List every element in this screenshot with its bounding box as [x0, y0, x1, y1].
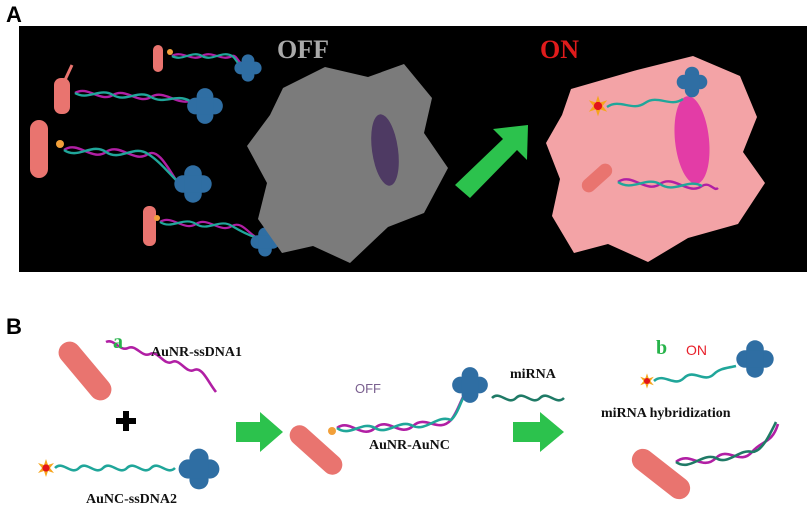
- plus-icon: [116, 411, 136, 431]
- aunc-ssdna2-probe: [38, 448, 220, 490]
- aunr-aunc-label: AuNR-AuNC: [369, 438, 450, 453]
- on-label-b: ON: [686, 342, 707, 358]
- off-label-a: OFF: [277, 35, 329, 64]
- probe-3: [30, 120, 212, 203]
- cell-off: [247, 64, 448, 263]
- arrow-b2: [513, 412, 564, 452]
- strand-a-label: a: [113, 331, 123, 353]
- hybridized-duplex-b: [631, 421, 780, 500]
- off-label-b: OFF: [355, 381, 381, 396]
- probe-1: [153, 45, 262, 82]
- aunr-ssdna1-label: AuNR-ssDNA1: [151, 345, 242, 360]
- aunr-aunc-complex: [289, 367, 488, 475]
- nucleus-off: [371, 114, 399, 186]
- released-strand-b: [640, 340, 774, 389]
- hybrid-duplex-a: [581, 163, 719, 193]
- aunr-ssdna1-probe: [58, 339, 218, 401]
- mirna-strand: [491, 394, 565, 402]
- mirna-label: miRNA: [510, 367, 557, 382]
- nucleus-on: [674, 96, 710, 184]
- panel-a-letter: A: [6, 2, 22, 27]
- mirna-hybridization-label: miRNA hybridization: [601, 406, 731, 421]
- arrow-b1: [236, 412, 283, 452]
- aunc-ssdna2-label: AuNC-ssDNA2: [86, 492, 177, 507]
- strand-b-label: b: [656, 337, 667, 359]
- released-strand-a: [588, 66, 708, 117]
- probe-2: [54, 64, 223, 124]
- arrow-a: [455, 125, 528, 198]
- panel-b-letter: B: [6, 314, 22, 339]
- on-label-a: ON: [540, 35, 579, 64]
- probe-4: [143, 206, 280, 257]
